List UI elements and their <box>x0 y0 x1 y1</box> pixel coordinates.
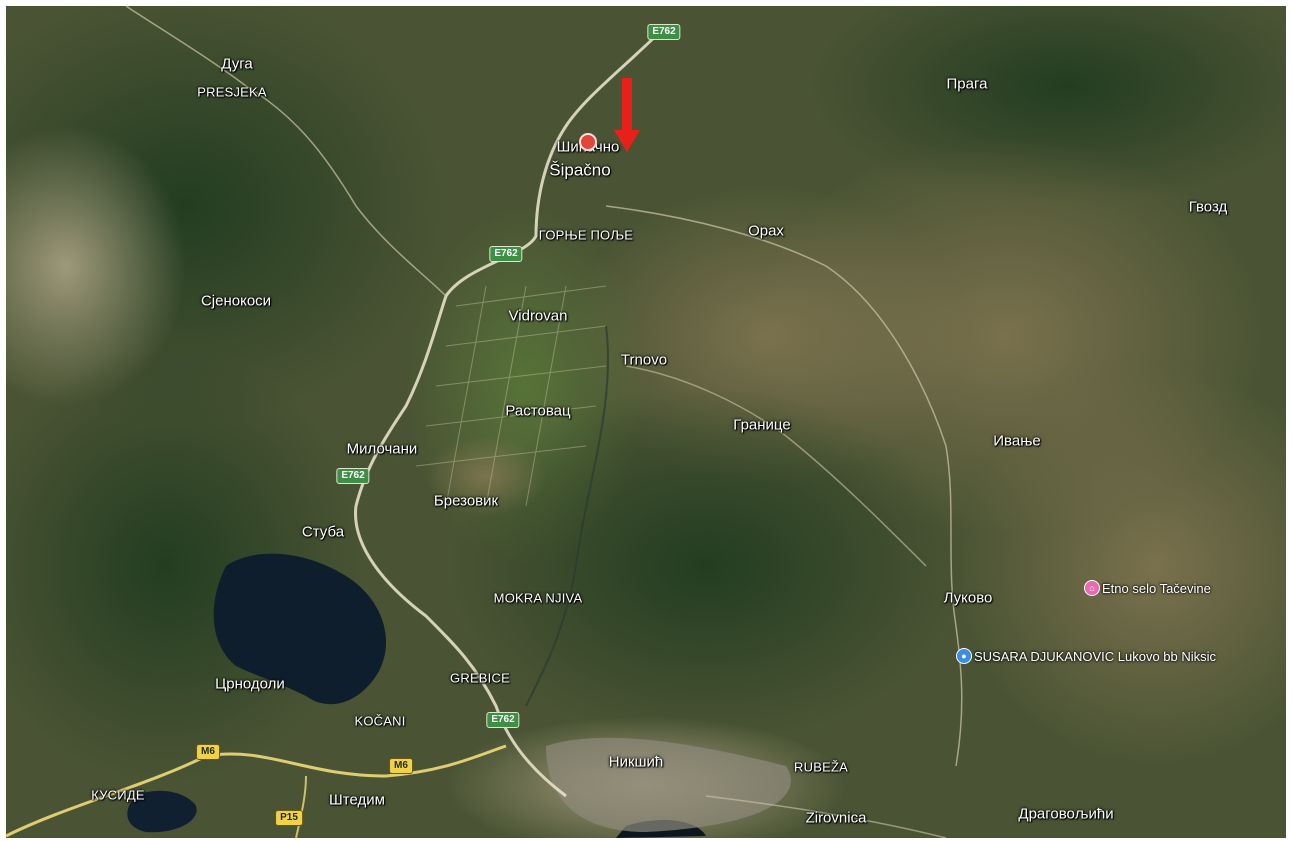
place-label-milocani[interactable]: Милочани <box>346 440 418 458</box>
lodging-icon[interactable]: ⌂ <box>1084 580 1100 596</box>
place-label-ivanje[interactable]: Ивање <box>993 432 1041 450</box>
place-label-dragovoljici[interactable]: Драговољићи <box>1018 805 1114 823</box>
place-label-orah[interactable]: Орах <box>748 222 784 240</box>
place-label-mokra-njiva[interactable]: MOKRA NJIVA <box>493 590 583 606</box>
terrain-layer <box>6 6 1286 838</box>
place-label-duga[interactable]: Дуга <box>221 55 253 73</box>
road-shield-e762-1: E762 <box>647 24 681 40</box>
road-shield-m6-2: M6 <box>389 758 413 774</box>
place-label-lukovo[interactable]: Луково <box>943 589 993 607</box>
poi-label[interactable]: Etno selo Tačevine <box>1102 580 1211 596</box>
road-shield-p15: P15 <box>275 810 303 826</box>
place-label-kuside[interactable]: КУСИДЕ <box>91 787 145 803</box>
place-label-stedim[interactable]: Штедим <box>329 791 385 809</box>
place-label-trnovo[interactable]: Trnovo <box>620 351 668 369</box>
road-shield-m6-1: M6 <box>196 744 220 760</box>
road-shield-e762-3: E762 <box>336 468 370 484</box>
place-label-grebice[interactable]: GREBICE <box>450 670 510 686</box>
place-label-presjeka[interactable]: PRESJEKA <box>197 84 267 100</box>
place-label-crnodoli[interactable]: Црнодоли <box>215 675 285 693</box>
poi-label[interactable]: SUSARA DJUKANOVIC Lukovo bb Niksic <box>974 648 1217 664</box>
place-label-sjenokosi[interactable]: Сјенокоси <box>200 292 272 310</box>
place-label-vidrovan[interactable]: Vidrovan <box>508 307 568 325</box>
satellite-map[interactable]: ДугаPRESJEKAШипачноŠipačnoГОРЊЕ ПОЉЕПраг… <box>6 6 1286 838</box>
shop-icon[interactable]: ● <box>956 648 972 664</box>
place-label-brezovik[interactable]: Брезовик <box>433 492 499 510</box>
place-label-niksic[interactable]: Никшић <box>608 753 664 771</box>
place-label-kocani[interactable]: KOČANI <box>354 713 406 729</box>
place-label-gornje-polje[interactable]: ГОРЊЕ ПОЉЕ <box>538 227 634 243</box>
location-pin-icon[interactable] <box>579 133 597 151</box>
place-label-gvozd[interactable]: Гвозд <box>1188 198 1228 216</box>
place-label-praga[interactable]: Прага <box>946 75 988 93</box>
place-label-granice[interactable]: Границе <box>733 416 791 434</box>
poi-susara[interactable]: ●SUSARA DJUKANOVIC Lukovo bb Niksic <box>956 648 1216 664</box>
poi-etno-selo[interactable]: ⌂Etno selo Tačevine <box>1084 580 1211 596</box>
place-label-sipacno-lat[interactable]: Šipačno <box>549 160 611 180</box>
road-shield-e762-4: E762 <box>486 712 520 728</box>
place-label-rubeza[interactable]: RUBEŽA <box>794 759 848 775</box>
place-label-rastovac[interactable]: Растовац <box>505 402 571 420</box>
road-shield-e762-2: E762 <box>489 246 523 262</box>
place-label-stuba[interactable]: Стуба <box>301 523 345 541</box>
place-label-zirovnica[interactable]: Zirovnica <box>805 809 867 827</box>
red-arrow-marker-icon <box>614 78 640 152</box>
